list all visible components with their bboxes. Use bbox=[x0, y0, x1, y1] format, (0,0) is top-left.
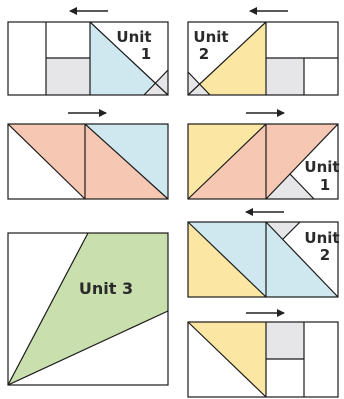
gray-square bbox=[46, 58, 90, 95]
block-top-left: Unit 1 bbox=[7, 7, 169, 96]
block-right-lower: Unit 2 bbox=[187, 208, 340, 298]
unit3-label: Unit 3 bbox=[79, 279, 133, 298]
unit2-label-line1: Unit bbox=[304, 229, 339, 247]
block-border bbox=[187, 321, 339, 398]
unit1-label-line2: 1 bbox=[320, 176, 330, 194]
block-mid-left bbox=[7, 109, 169, 200]
green-triangle bbox=[8, 233, 168, 385]
gray-square bbox=[266, 58, 304, 95]
unit1-label-line1: Unit bbox=[304, 158, 339, 176]
block-border bbox=[7, 123, 169, 200]
block-bottom-right bbox=[187, 309, 339, 398]
unit1-label-line1: Unit bbox=[116, 28, 151, 46]
unit2-label-line2: 2 bbox=[320, 246, 330, 264]
unit1-label-line2: 1 bbox=[141, 45, 151, 63]
gray-corner bbox=[266, 174, 314, 199]
unit2-label-line1: Unit bbox=[193, 28, 228, 46]
gray-corner bbox=[266, 222, 300, 239]
block-border bbox=[187, 221, 339, 298]
unit2-label-line2: 2 bbox=[199, 45, 209, 63]
block-bottom-left: Unit 3 bbox=[7, 232, 169, 386]
block-border bbox=[187, 123, 339, 200]
gray-square bbox=[266, 322, 304, 359]
block-border bbox=[7, 21, 169, 96]
block-mid-right: Unit 1 bbox=[187, 109, 340, 200]
block-top-right: Unit 2 bbox=[187, 7, 339, 96]
